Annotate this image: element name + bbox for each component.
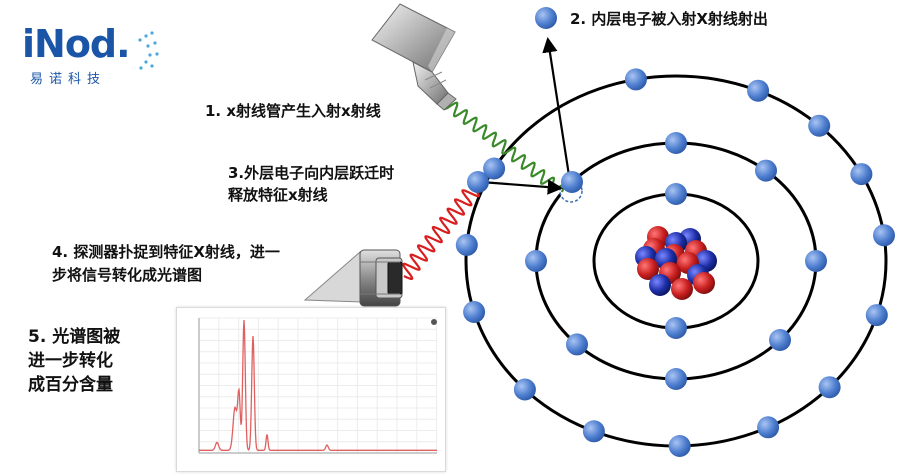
electron	[483, 157, 506, 180]
electron	[566, 333, 588, 356]
proton	[637, 258, 659, 280]
electron	[808, 114, 831, 137]
electron	[513, 378, 536, 401]
electron	[755, 159, 777, 182]
electron	[818, 376, 841, 399]
electron	[873, 224, 895, 247]
ejection-arrow	[542, 36, 572, 183]
electron	[668, 435, 691, 457]
electron	[561, 171, 583, 193]
electron	[463, 301, 486, 323]
electron	[525, 250, 547, 272]
electron	[455, 233, 478, 256]
atomic-nucleus-icon	[635, 226, 717, 300]
ejected-electron	[535, 7, 557, 29]
label-step5-line2: 进一步转化	[28, 351, 113, 371]
label-step4-line2: 步将信号转化成光谱图	[52, 266, 203, 284]
x-ray-tube-icon	[371, 3, 457, 111]
electron	[757, 416, 780, 439]
proton	[671, 278, 693, 300]
label-step3-line2: 释放特征x射线	[228, 186, 328, 204]
label-step3-line1: 3.外层电子向内层跃迁时	[228, 164, 395, 182]
label-step4-line1: 4. 探测器扑捉到特征X射线，进一	[52, 243, 280, 261]
electron	[665, 132, 687, 154]
neutron	[649, 274, 671, 296]
electron	[624, 68, 647, 91]
electron	[665, 183, 687, 205]
electron	[582, 420, 605, 443]
electron	[665, 368, 687, 390]
logo-rays-icon	[138, 31, 159, 70]
electron	[865, 304, 888, 327]
label-step2: 2. 内层电子被入射X射线射出	[570, 10, 768, 28]
incident-x-ray-wave	[443, 101, 565, 193]
brand-logo: iNod.	[22, 22, 131, 66]
electron	[769, 329, 791, 351]
label-step5-line1: 5. 光谱图被	[28, 327, 121, 347]
spectrum-plot	[198, 317, 438, 454]
label-step1: 1. x射线管产生入射x射线	[205, 102, 381, 120]
electron	[665, 317, 687, 339]
electron	[747, 79, 770, 102]
electron	[805, 250, 827, 272]
transition-arrow	[480, 179, 564, 195]
label-step5-line3: 成百分含量	[28, 375, 113, 395]
brand-subtitle: 易诺科技	[30, 72, 107, 87]
electrons	[455, 7, 895, 457]
electron	[850, 163, 873, 186]
spectrum-thumbnail	[176, 307, 446, 472]
transitioning-electron	[467, 171, 489, 193]
proton	[693, 272, 715, 294]
characteristic-x-ray-wave	[402, 180, 480, 280]
detector-icon	[303, 249, 403, 307]
